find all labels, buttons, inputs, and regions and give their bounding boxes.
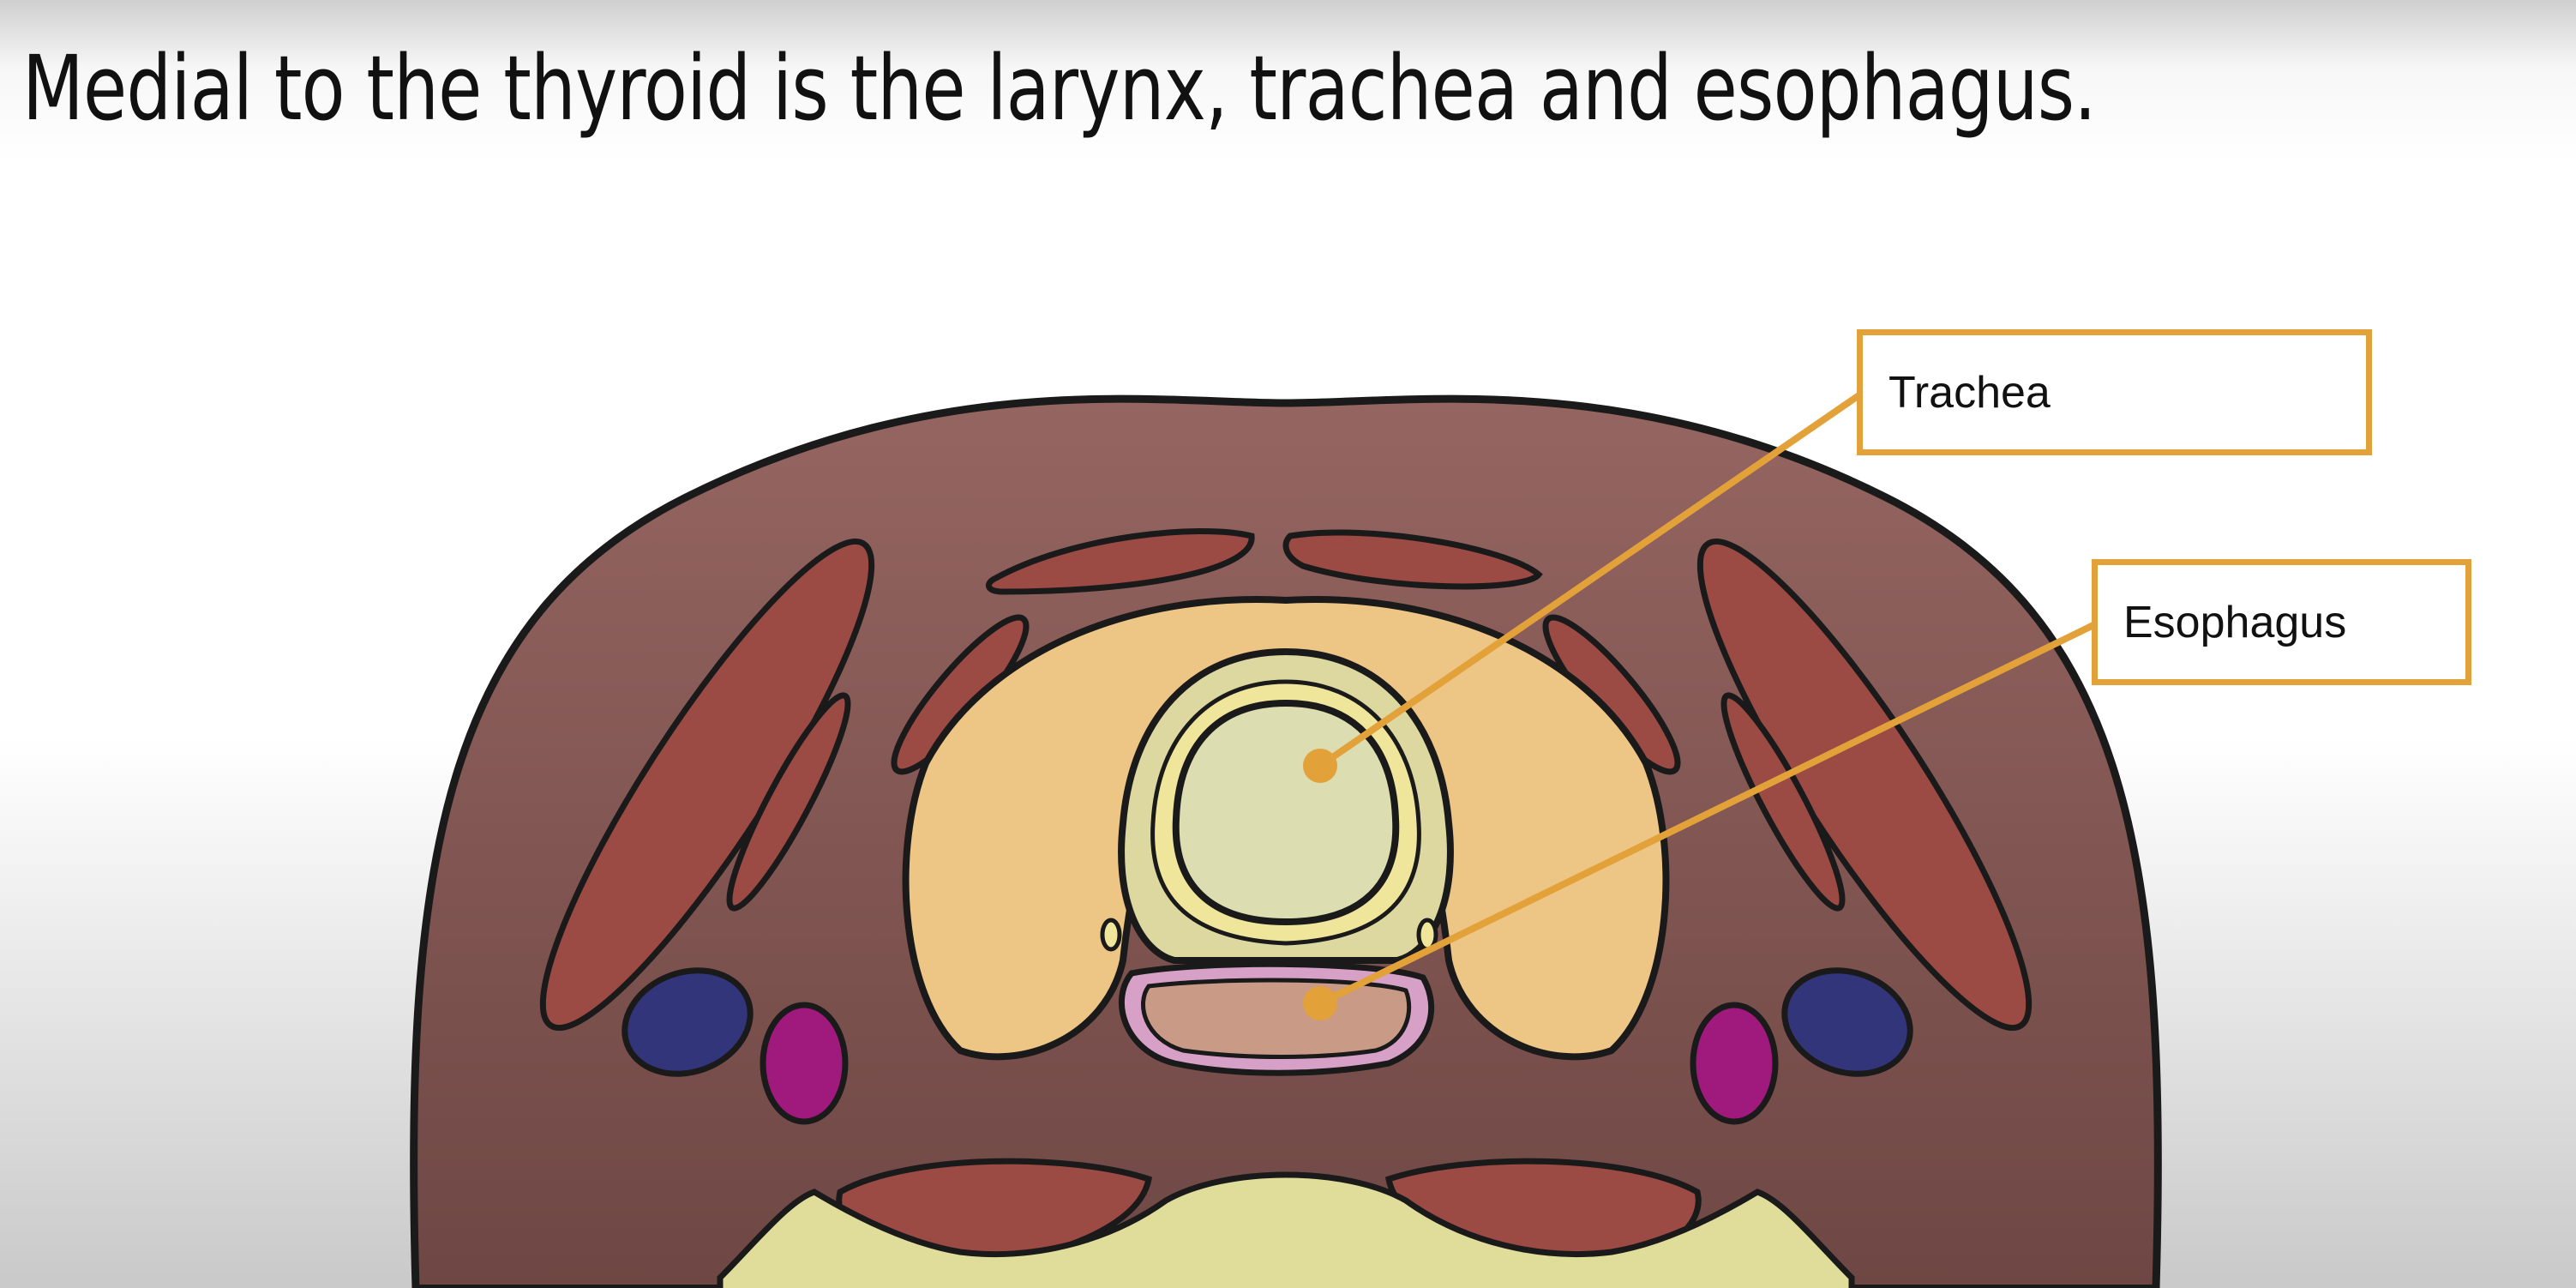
- esophagus-leader-line: [1318, 621, 2097, 1007]
- esophagus-label: Esophagus: [2123, 597, 2347, 647]
- strap-muscles: [986, 527, 1543, 595]
- recurrent-laryngeal-nerves: [1100, 918, 1438, 952]
- trachea-pointer-dot: [1303, 749, 1337, 783]
- trachea-leader-line: [1318, 391, 1863, 769]
- sternocleidomastoid-muscles: [539, 538, 2033, 1032]
- trachea-callout-box: Trachea: [1857, 329, 2372, 455]
- cervical-vertebra: [717, 1171, 1855, 1288]
- esophagus: [1118, 960, 1435, 1076]
- common-carotid-arteries: [760, 1002, 1779, 1125]
- esophagus-pointer-dot: [1303, 986, 1337, 1020]
- esophagus-callout-box: Esophagus: [2092, 559, 2471, 685]
- trachea-label: Trachea: [1888, 367, 2051, 418]
- slide-title: Medial to the thyroid is the larynx, tra…: [22, 36, 2097, 141]
- internal-jugular-veins: [621, 967, 1913, 1077]
- deep-neck-muscles: [726, 614, 1846, 912]
- callout-leaders: [1303, 391, 2097, 1020]
- neck-border: [410, 394, 2162, 1288]
- trachea: [1118, 647, 1454, 964]
